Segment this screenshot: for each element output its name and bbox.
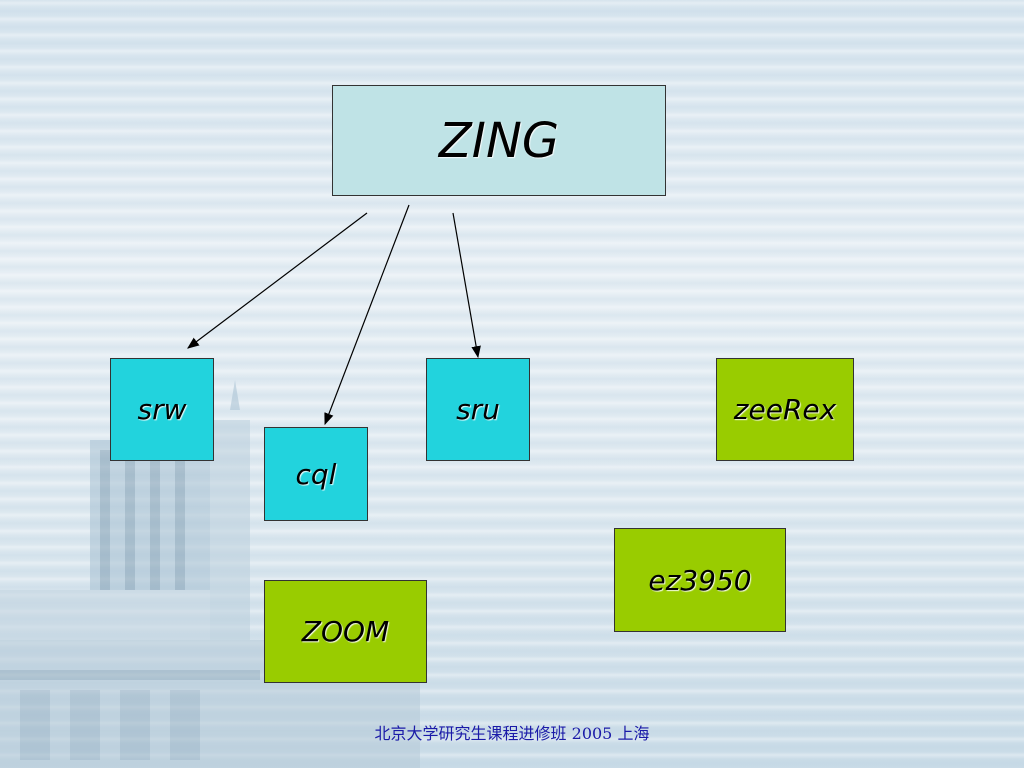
node-sru: sru xyxy=(426,358,530,461)
node-ez3950: ez3950 xyxy=(614,528,786,632)
node-zing: ZING xyxy=(332,85,666,196)
node-srw: srw xyxy=(110,358,214,461)
arrow-zing-to-cql xyxy=(324,204,410,426)
slide-footer: 北京大学研究生课程进修班 2005 上海 xyxy=(374,724,650,743)
node-cql: cql xyxy=(264,427,368,521)
node-zeerex: zeeRex xyxy=(716,358,854,461)
building-background-image xyxy=(0,380,420,768)
node-zoom: ZOOM xyxy=(264,580,427,683)
arrow-zing-to-sru xyxy=(452,212,481,359)
arrow-zing-to-srw xyxy=(187,212,368,349)
